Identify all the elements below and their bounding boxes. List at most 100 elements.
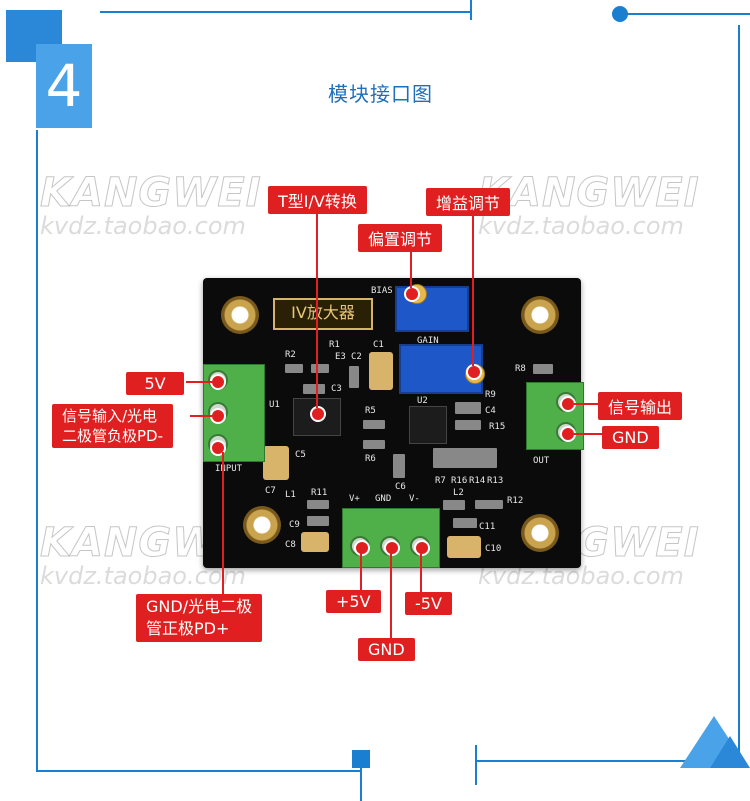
- pin-signal-in: [210, 408, 226, 424]
- op-amp-u2: [409, 406, 447, 444]
- callout-gnd-pd-plus: GND/光电二极 管正极PD+: [136, 594, 263, 642]
- lead-ti: [316, 210, 318, 408]
- frame-right-line: [738, 25, 740, 760]
- silk-r7: R7: [435, 476, 446, 486]
- board-title: IV放大器: [273, 298, 373, 330]
- lead-gnd-bottom: [390, 552, 392, 638]
- silk-r1: R1: [329, 340, 340, 350]
- frame-top-tick: [470, 0, 472, 20]
- resistor-r3: [303, 384, 325, 394]
- watermark-brand: KANGWEI: [40, 170, 262, 217]
- silk-c10: C10: [485, 544, 502, 554]
- lead-signal-in: [190, 415, 212, 417]
- silk-r12: R12: [507, 496, 524, 506]
- lead-minus5v: [420, 552, 422, 592]
- resistor-r6: [363, 440, 385, 449]
- frame-bottom-line: [36, 770, 362, 772]
- silk-bias: BIAS: [371, 286, 393, 296]
- silk-c6: C6: [395, 482, 406, 492]
- silk-l2: L2: [453, 488, 464, 498]
- watermark: KANGWEI kvdz.taobao.com: [40, 170, 262, 241]
- lead-bias: [410, 246, 412, 288]
- silk-input: INPUT: [215, 464, 243, 474]
- silk-c7: C7: [265, 486, 276, 496]
- lead-5v: [186, 381, 212, 383]
- pin-5v: [210, 374, 226, 390]
- capacitor-c2: [349, 366, 359, 388]
- resistor-r1: [311, 364, 329, 373]
- callout-minus5v: -5V: [405, 592, 452, 615]
- lead-gnd-pd-v: [222, 452, 224, 594]
- silk-u2: U2: [417, 396, 428, 406]
- pin-minus5v: [414, 540, 430, 556]
- lead-signal-out: [574, 403, 598, 405]
- watermark: KANGWEI kvdz.taobao.com: [478, 170, 700, 241]
- pin-bias: [404, 286, 420, 302]
- resistor-r12: [475, 500, 503, 509]
- silk-gain: GAIN: [417, 336, 439, 346]
- capacitor-c5: [263, 446, 289, 480]
- frame-left-line: [36, 130, 38, 770]
- frame-dot-top: [612, 6, 628, 22]
- silk-c11: C11: [479, 522, 496, 532]
- capacitor-c1: [369, 352, 393, 390]
- section-title: 模块接口图: [328, 82, 433, 106]
- inductor-l2: [443, 500, 465, 510]
- resistor-array: [433, 448, 497, 468]
- silk-l1: L1: [285, 490, 296, 500]
- capacitor-c10: [447, 536, 481, 558]
- silk-c4: C4: [485, 406, 496, 416]
- silk-gnd: GND: [375, 494, 392, 504]
- silk-c5: C5: [295, 450, 306, 460]
- silk-vplus: V+: [349, 494, 360, 504]
- frame-square-bottom: [352, 750, 370, 768]
- silk-r14: R14: [469, 476, 486, 486]
- mounting-hole: [521, 514, 559, 552]
- silk-r9: R9: [485, 390, 496, 400]
- resistor-r11: [307, 500, 329, 509]
- pin-plus5v: [354, 540, 370, 556]
- silk-r2: R2: [285, 350, 296, 360]
- callout-gnd-out: GND: [602, 426, 659, 449]
- silk-c9: C9: [289, 520, 300, 530]
- watermark-shop: kvdz.taobao.com: [40, 212, 246, 240]
- silk-c2: C2: [351, 352, 362, 362]
- silk-r15: R15: [489, 422, 506, 432]
- silk-c1: C1: [373, 340, 384, 350]
- silk-r16: R16: [451, 476, 468, 486]
- pin-gnd-bottom: [384, 540, 400, 556]
- callout-signal-in: 信号输入/光电 二极管负极PD-: [52, 404, 174, 448]
- frame-top-right-line: [620, 13, 750, 15]
- capacitor-c9: [307, 516, 329, 526]
- lead-gnd-out: [574, 433, 602, 435]
- frame-triangle-decoration-2: [710, 736, 750, 768]
- callout-ti-convert: T型I/V转换: [268, 186, 367, 214]
- silk-u1: U1: [269, 400, 280, 410]
- lead-plus5v: [360, 552, 362, 590]
- watermark-shop: kvdz.taobao.com: [478, 212, 684, 240]
- frame-bottom-right-line: [475, 760, 740, 762]
- silk-vminus: V-: [409, 494, 420, 504]
- silk-r13: R13: [487, 476, 504, 486]
- mounting-hole: [221, 296, 259, 334]
- frame-bottom-v: [360, 768, 362, 801]
- callout-gain-adjust: 增益调节: [426, 188, 511, 216]
- capacitor-c4: [455, 402, 481, 414]
- resistor-r8: [533, 364, 553, 374]
- silk-r6: R6: [365, 454, 376, 464]
- callout-gnd-bottom: GND: [358, 638, 415, 661]
- silk-e3: E3: [335, 352, 346, 362]
- capacitor-c11: [453, 518, 477, 528]
- silk-c3: C3: [331, 384, 342, 394]
- resistor-r2: [285, 364, 303, 373]
- silk-out: OUT: [533, 456, 550, 466]
- pin-ti: [310, 406, 326, 422]
- mounting-hole: [521, 296, 559, 334]
- capacitor-c8: [301, 532, 329, 552]
- resistor-r5: [363, 420, 385, 429]
- lead-gain: [472, 210, 474, 366]
- silk-r5: R5: [365, 406, 376, 416]
- silk-r8: R8: [515, 364, 526, 374]
- callout-bias-adjust: 偏置调节: [358, 224, 443, 252]
- silk-c8: C8: [285, 540, 296, 550]
